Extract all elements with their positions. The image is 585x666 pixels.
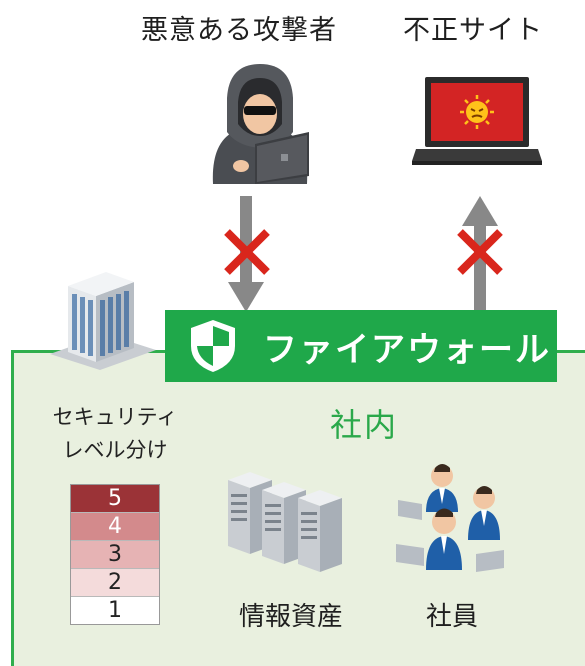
inbound-arrow bbox=[228, 196, 264, 312]
employee-group-icon bbox=[396, 464, 504, 572]
security-level-2: 2 bbox=[71, 569, 159, 597]
security-level-3: 3 bbox=[71, 541, 159, 569]
security-level-label: セキュリティ レベル分け bbox=[52, 405, 178, 462]
firewall-label: ファイアウォール bbox=[263, 329, 551, 370]
malicious-laptop-icon bbox=[412, 77, 542, 165]
office-building-icon bbox=[50, 272, 156, 370]
security-level-5: 5 bbox=[71, 485, 159, 513]
server-rack-icon bbox=[228, 472, 342, 572]
bad-site-label: 不正サイト bbox=[403, 15, 543, 46]
employees-label: 社員 bbox=[426, 602, 479, 632]
attacker-label: 悪意ある攻撃者 bbox=[141, 15, 337, 46]
security-level-1: 1 bbox=[71, 597, 159, 624]
firewall-banner: ファイアウォール bbox=[165, 310, 557, 382]
internal-zone-title: 社内 bbox=[330, 406, 399, 444]
hooded-hacker-icon bbox=[212, 64, 309, 184]
security-level-stack: 5 4 3 2 1 bbox=[70, 484, 160, 625]
security-level-4: 4 bbox=[71, 513, 159, 541]
x-mark-icon bbox=[457, 229, 503, 275]
assets-label: 情報資産 bbox=[239, 602, 344, 632]
x-mark-icon bbox=[224, 229, 270, 275]
shield-icon bbox=[191, 320, 235, 372]
